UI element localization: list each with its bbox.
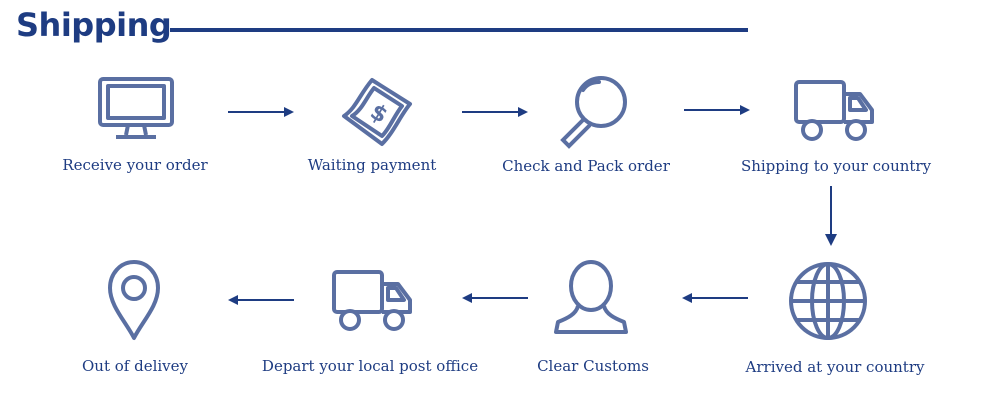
- step-label-check-pack: Check and Pack order: [502, 157, 670, 175]
- truck-icon: [332, 270, 412, 331]
- monitor-icon: [98, 77, 174, 139]
- step-label-clear-customs: Clear Customs: [537, 357, 649, 375]
- step-label-waiting-payment: Waiting payment: [307, 156, 437, 174]
- flow-arrow-right: [684, 105, 750, 115]
- location-pin-icon: [108, 260, 160, 340]
- flow-arrow-right: [462, 107, 528, 117]
- globe-icon: [789, 262, 867, 340]
- svg-text:$: $: [366, 99, 392, 128]
- step-label-depart-post-office: Depart your local post office: [261, 357, 479, 375]
- banknote-icon: $: [342, 78, 412, 146]
- page-title: Shipping: [16, 6, 172, 44]
- person-icon: [554, 260, 628, 334]
- flow-arrow-down: [825, 186, 837, 246]
- step-label-receive-order: Receive your order: [62, 156, 208, 174]
- step-label-arrived-country: Arrived at your country: [745, 358, 925, 376]
- flow-arrow-left: [462, 293, 528, 303]
- truck-icon: [794, 80, 874, 141]
- step-label-out-of-delivery: Out of delivey: [81, 357, 189, 375]
- flow-arrow-left: [228, 295, 294, 305]
- step-label-shipping-country: Shipping to your country: [740, 157, 932, 175]
- flow-arrow-left: [682, 293, 748, 303]
- flow-arrow-right: [228, 107, 294, 117]
- magnifier-icon: [560, 76, 627, 149]
- title-divider: [170, 28, 748, 32]
